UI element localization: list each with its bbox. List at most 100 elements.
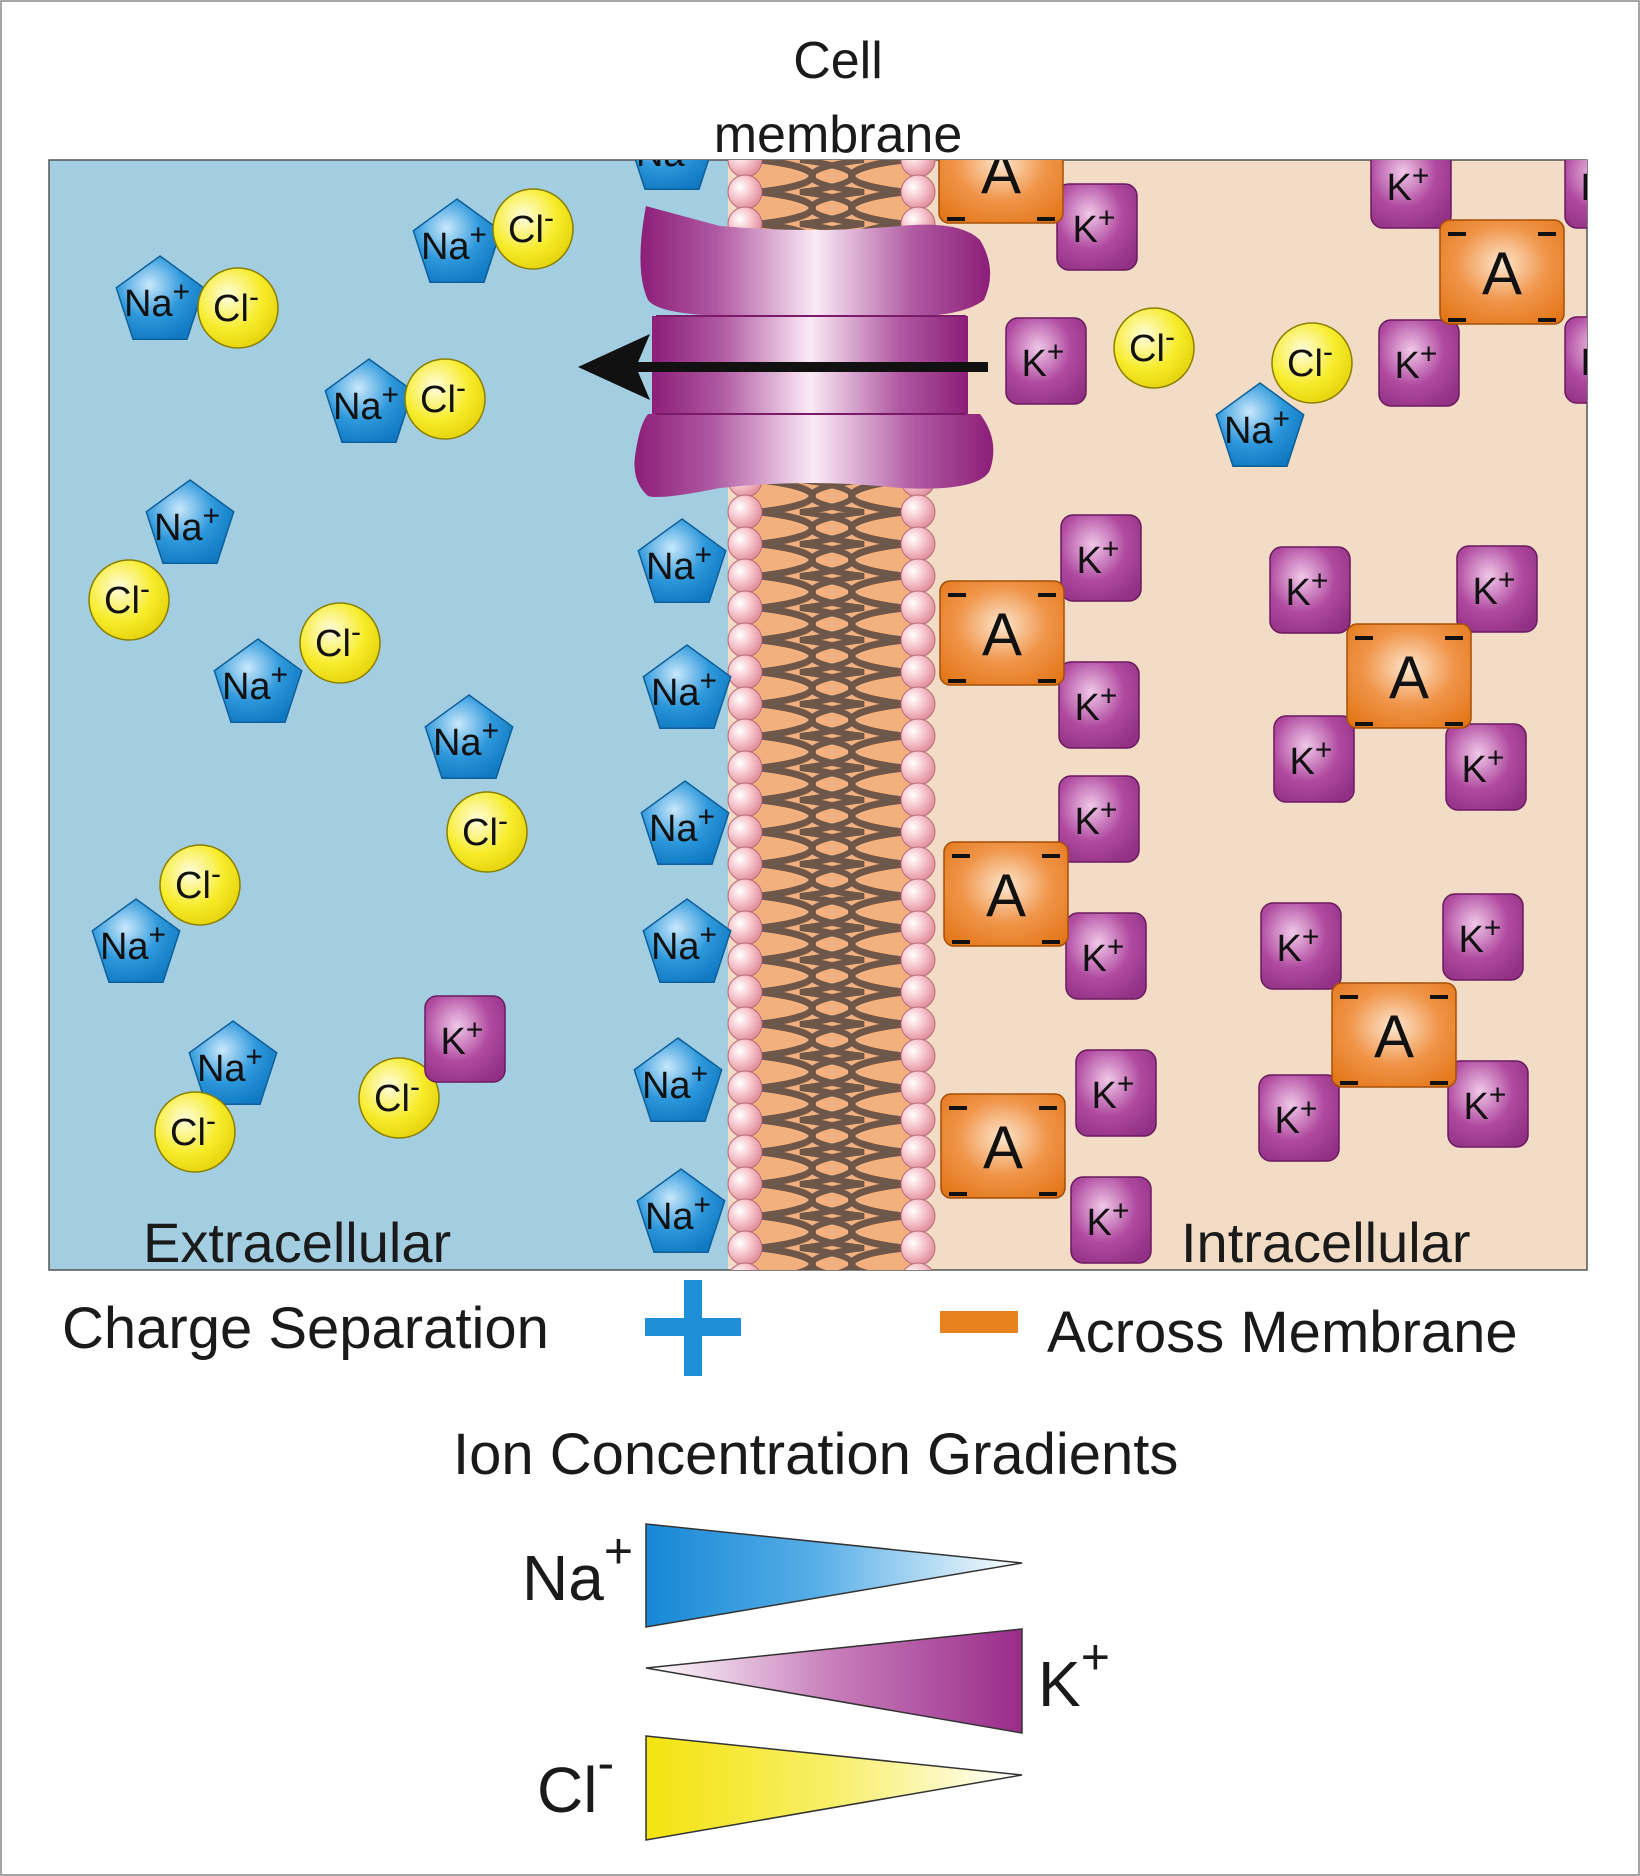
chloride-ion: Cl- <box>197 267 279 349</box>
lipid-head <box>727 846 763 882</box>
chloride-ion: Cl- <box>358 1057 440 1139</box>
anion-charge-mark <box>1340 1081 1358 1085</box>
anion-charge-mark <box>1538 232 1556 236</box>
anion-label: A <box>982 601 1022 668</box>
chloride-ion: Cl- <box>1271 322 1353 404</box>
lipid-head <box>900 814 936 850</box>
potassium-ion: K+ <box>1378 319 1460 407</box>
lipid-head <box>900 1006 936 1042</box>
sodium-ion: Na+ <box>115 255 205 340</box>
potassium-shape <box>1258 1074 1340 1162</box>
anion-charge-mark <box>948 593 966 597</box>
channel-top-lobe <box>640 206 991 317</box>
anion: A <box>938 160 1064 224</box>
potassium-ion: K+ <box>1370 160 1452 229</box>
ion-label: Na+ <box>124 276 190 325</box>
lipid-head <box>727 814 763 850</box>
potassium-ion: K+ <box>1447 1060 1529 1148</box>
gradients-heading: Ion Concentration Gradients <box>453 1422 1178 1487</box>
anion-charge-mark <box>1445 722 1463 726</box>
minus-sign-icon <box>940 1311 1018 1333</box>
sodium-shape <box>324 358 414 443</box>
sodium-shape <box>424 694 514 779</box>
potassium-ion: K+ <box>1564 316 1587 404</box>
channel-bottom-lobe <box>634 414 994 497</box>
anion-shape <box>1439 219 1565 325</box>
sodium-ion: Na+ <box>633 1037 723 1122</box>
anion-charge-mark <box>947 217 965 221</box>
lipid-head <box>727 910 763 946</box>
anion-shape <box>939 580 1065 686</box>
lipid-head <box>727 974 763 1010</box>
potassium-ion: K+ <box>1005 317 1087 405</box>
potassium-ion: K+ <box>1056 183 1138 271</box>
ion-label: Cl- <box>420 372 466 421</box>
potassium-gradient-charge: + <box>1081 1629 1110 1685</box>
ion-label: K+ <box>1464 1079 1507 1128</box>
potassium-ion: K+ <box>1564 160 1587 229</box>
ion-label: Na+ <box>154 500 220 549</box>
anion-shape <box>938 160 1064 224</box>
sodium-ion: Na+ <box>640 780 730 865</box>
anion-charge-mark <box>1038 679 1056 683</box>
anion: A <box>939 580 1065 686</box>
potassium-shape <box>1269 546 1351 634</box>
extracellular-label: Extracellular <box>143 1211 451 1274</box>
sodium-ion: Na+ <box>188 1020 278 1105</box>
anion-shape <box>1331 982 1457 1088</box>
potassium-shape <box>1058 775 1140 863</box>
lipid-head <box>727 942 763 978</box>
lipid-head <box>900 526 936 562</box>
ion-label: Na+ <box>649 801 715 850</box>
sodium-ion: Na+ <box>636 1168 726 1253</box>
title-line-2: membrane <box>714 106 963 164</box>
ion-label: K+ <box>1077 533 1120 582</box>
sodium-shape <box>642 898 732 983</box>
sodium-gradient-wedge <box>645 1523 1023 1628</box>
lipid-head <box>727 622 763 658</box>
potassium-ion: K+ <box>1058 661 1140 749</box>
sodium-ion: Na+ <box>637 518 727 603</box>
ion-label: Cl- <box>170 1105 216 1154</box>
chloride-gradient-label: Cl- <box>537 1735 614 1826</box>
anion-charge-mark <box>1445 636 1463 640</box>
chloride-shape <box>446 791 528 873</box>
anion-charge-mark <box>1037 217 1055 221</box>
sodium-shape <box>642 644 732 729</box>
ion-label: Cl- <box>462 805 508 854</box>
ion-label: Na+ <box>651 665 717 714</box>
lipid-head <box>900 686 936 722</box>
lipid-head <box>900 590 936 626</box>
potassium-ion: K+ <box>1058 775 1140 863</box>
chloride-shape <box>358 1057 440 1139</box>
plus-sign-icon <box>645 1280 741 1376</box>
ion-label: Cl- <box>1287 336 1333 385</box>
sodium-ion: Na+ <box>424 694 514 779</box>
anion-label: A <box>1482 240 1522 307</box>
title-line-1: Cell <box>793 32 883 90</box>
anion-charge-mark <box>949 1106 967 1110</box>
anion-charge-mark <box>1038 593 1056 597</box>
anion: A <box>943 841 1069 947</box>
anion-shape <box>940 1093 1066 1199</box>
sodium-ion: Na+ <box>642 898 732 983</box>
lipid-head <box>727 558 763 594</box>
potassium-ion: K+ <box>1456 545 1538 633</box>
chloride-shape <box>197 267 279 349</box>
lipid-head <box>900 1230 936 1266</box>
sodium-ion: Na+ <box>145 479 235 564</box>
anion-charge-mark <box>1355 722 1373 726</box>
potassium-ion: K+ <box>1060 514 1142 602</box>
anion-charge-mark <box>952 854 970 858</box>
ion-label: Na+ <box>433 715 499 764</box>
potassium-shape <box>1564 160 1587 229</box>
ion-label: Na+ <box>642 1058 708 1107</box>
lipid-head <box>727 718 763 754</box>
ion-label: K+ <box>1075 794 1118 843</box>
ion-label: K+ <box>1092 1068 1135 1117</box>
anion-label: A <box>986 862 1026 929</box>
ion-label: K+ <box>1073 202 1116 251</box>
ion-label: Na+ <box>645 1189 711 1238</box>
